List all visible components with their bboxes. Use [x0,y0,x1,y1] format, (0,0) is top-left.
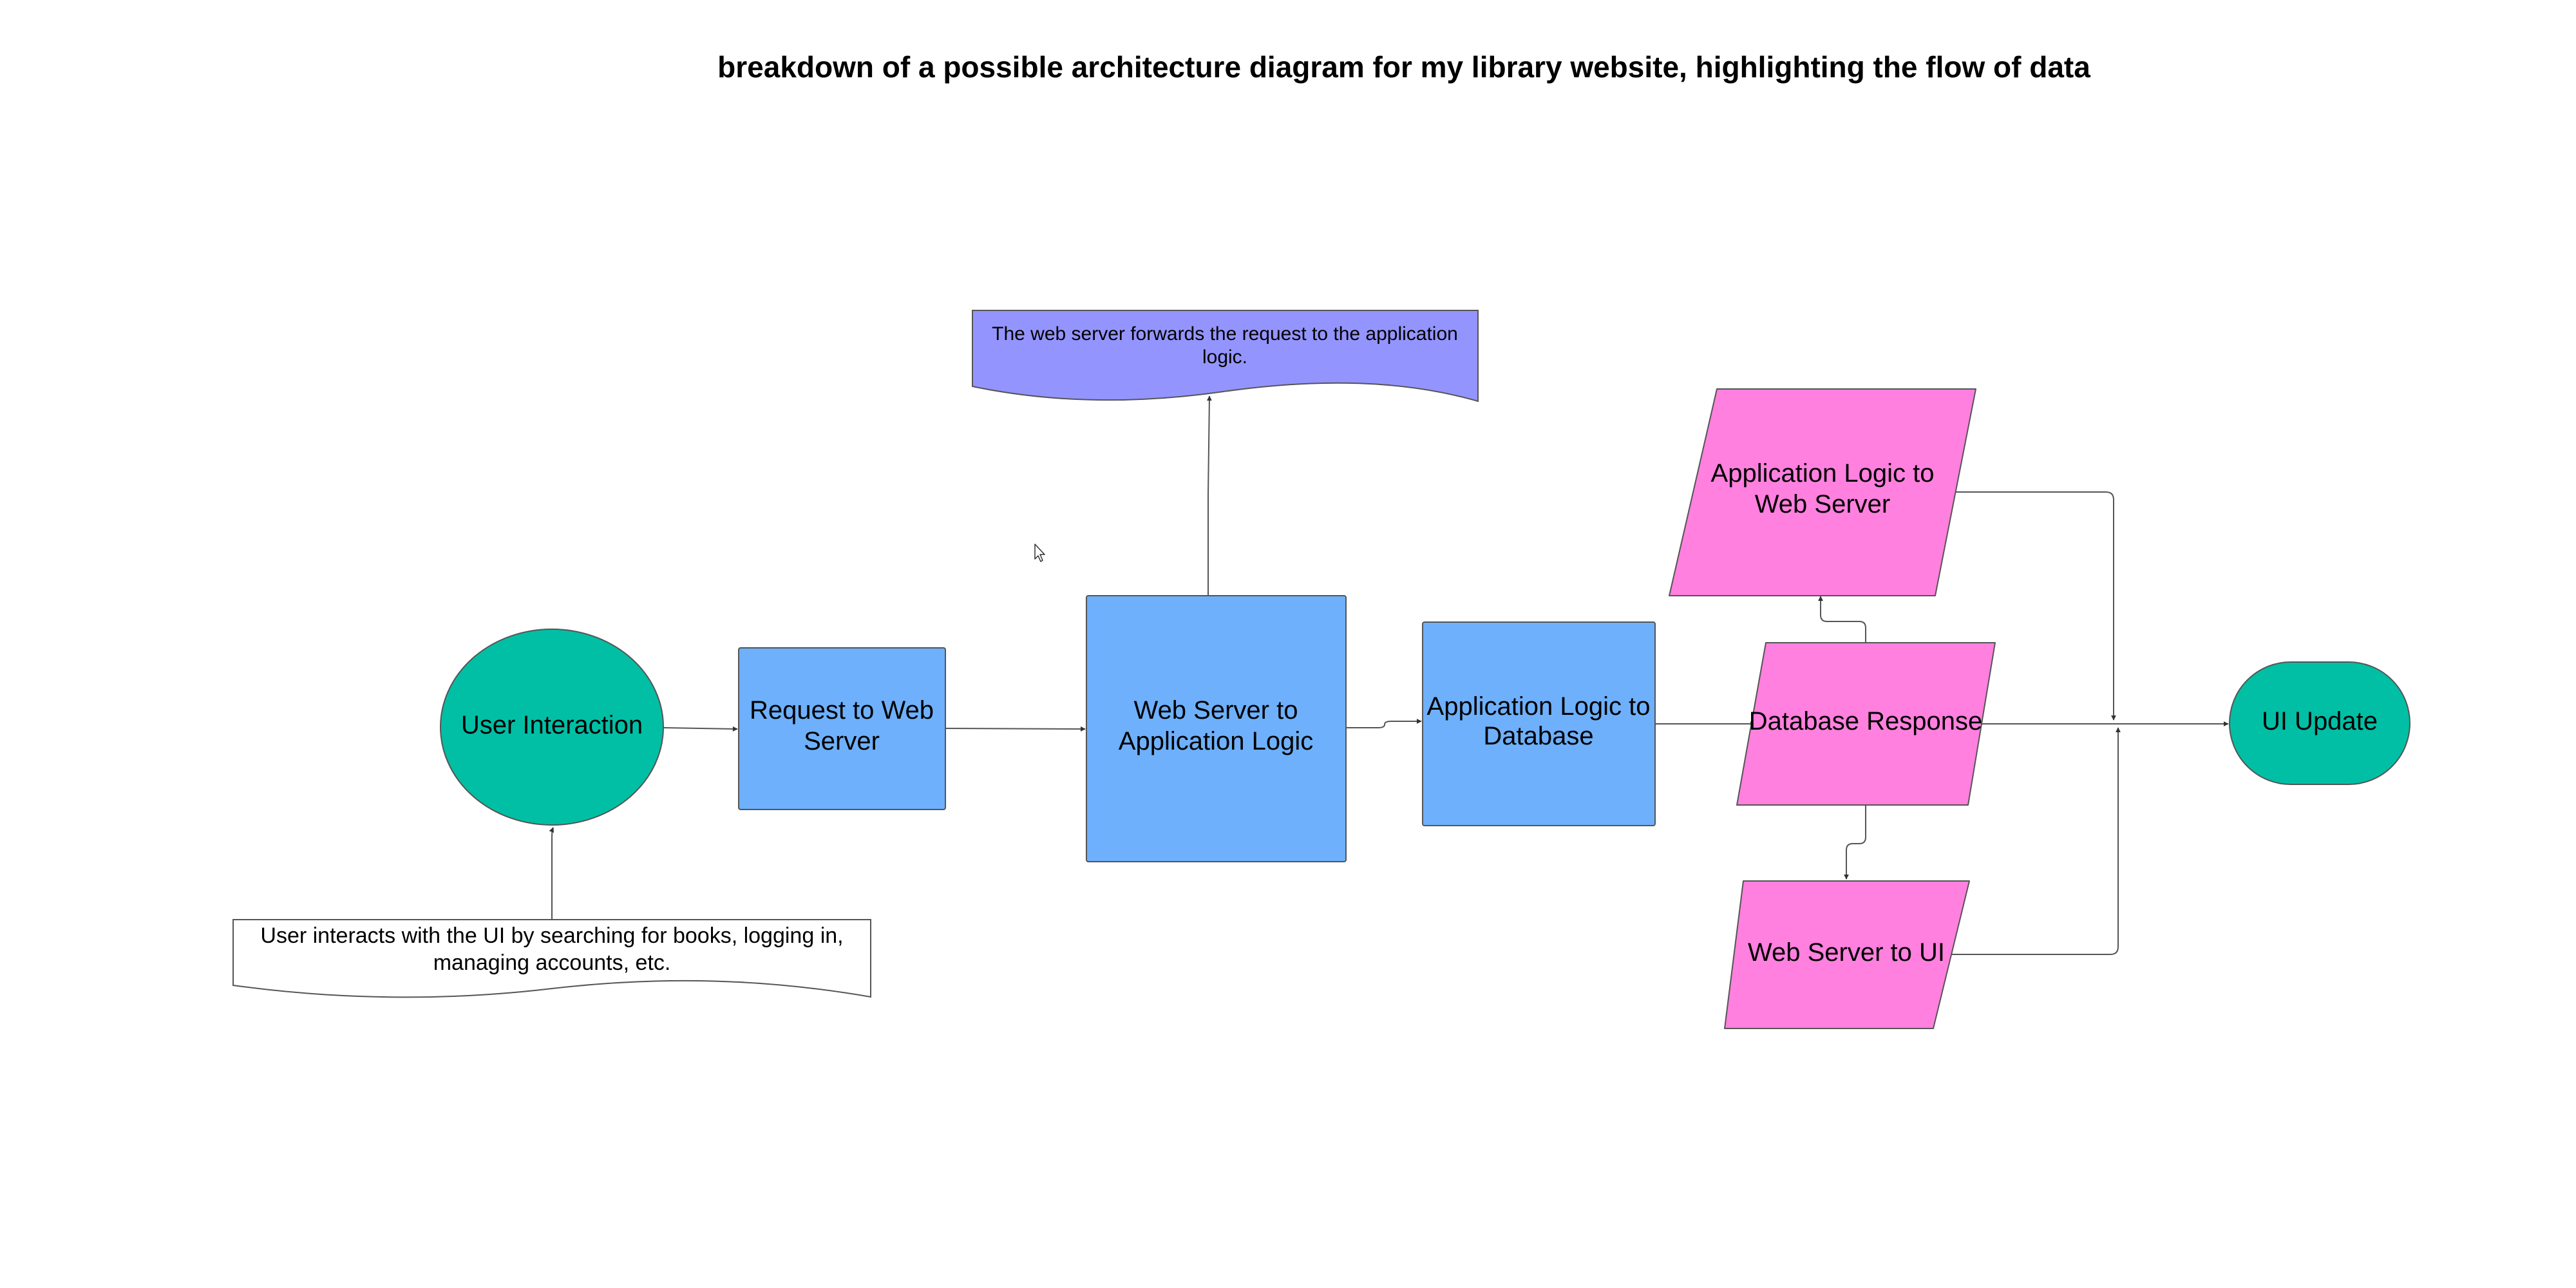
node-ui-update: UI Update [2229,661,2410,785]
connectors [549,395,2229,955]
node-app-logic-to-web-server-line1: Application Logic to [1711,459,1935,488]
connector-web-server-logic-to-note [1206,395,1212,596]
connector-note-to-user-interaction [549,827,554,921]
node-app-logic-to-database-line2: Database [1483,722,1593,750]
node-app-logic-to-database-line1: Application Logic to [1427,692,1651,721]
node-ui-update-label: UI Update [2262,707,2378,735]
node-request-to-web-server: Request to Web Server [738,647,946,810]
connector-user-interaction-to-request [663,726,738,732]
node-request-to-web-server-line2: Server [804,727,880,755]
connector-db-response-to-web-server-ui [1844,805,1866,880]
node-database-response-label: Database Response [1749,707,1982,735]
diagram-title: breakdown of a possible architecture dia… [717,50,2090,84]
connector-request-to-web-server-logic [945,726,1086,732]
node-web-server-to-app-logic-line2: Application Logic [1119,727,1313,755]
node-app-logic-to-database: Application Logic to Database [1422,621,1656,826]
note-user-interaction-line1: User interacts with the UI by searching … [260,923,843,948]
note-web-server-forwards-line2: logic. [1202,346,1247,368]
connector-app-logic-ws-to-merge [1951,491,2116,721]
node-user-interaction-label: User Interaction [461,711,643,739]
note-web-server-forwards: The web server forwards the request to t… [972,310,1479,402]
node-web-server-to-app-logic-line1: Web Server to [1134,696,1298,724]
node-request-to-web-server-line1: Request to Web [750,696,934,724]
node-user-interaction: User Interaction [440,629,664,826]
note-web-server-forwards-line1: The web server forwards the request to t… [992,323,1458,345]
node-web-server-to-app-logic: Web Server to Application Logic [1086,595,1347,862]
node-web-server-to-ui: Web Server to UI [1724,880,1970,1029]
node-app-logic-to-web-server: Application Logic to Web Server [1669,388,1976,596]
node-web-server-to-ui-label: Web Server to UI [1748,938,1945,967]
note-user-interaction-line2: managing accounts, etc. [433,951,671,975]
mouse-cursor-icon [1034,544,1045,562]
note-user-interaction: User interacts with the UI by searching … [232,919,871,998]
node-database-response: Database Response [1736,642,1996,806]
connector-web-server-logic-to-app-logic-db [1346,719,1422,728]
connector-db-response-to-app-logic-ws [1818,596,1866,643]
connector-web-server-ui-to-merge [1950,727,2121,955]
node-app-logic-to-web-server-line2: Web Server [1755,490,1890,518]
